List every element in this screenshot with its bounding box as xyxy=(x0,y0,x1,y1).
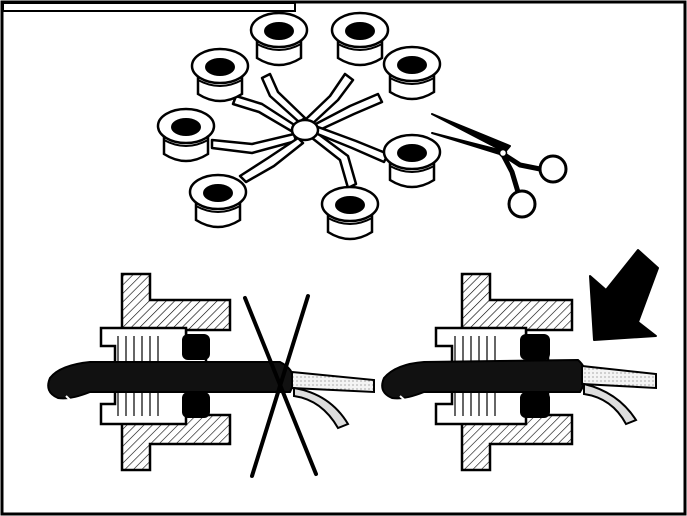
correct-installation-view xyxy=(381,249,659,472)
grommet-insert-bottom xyxy=(520,392,550,418)
exposed-wire-upper xyxy=(291,370,375,394)
x-cross-icon xyxy=(243,294,318,478)
grommet xyxy=(156,107,216,163)
cable-jacket xyxy=(47,361,295,400)
exposed-wire-upper xyxy=(581,364,657,390)
grommet-insert-top xyxy=(520,334,550,360)
grommet xyxy=(382,133,442,189)
sprue-hub xyxy=(290,118,320,142)
grommet xyxy=(190,47,250,103)
grommet-tree-icon xyxy=(156,11,442,241)
grommet xyxy=(249,11,309,67)
grommet-set xyxy=(156,11,442,241)
grommet xyxy=(188,173,248,229)
grommet xyxy=(382,45,442,101)
arrow-icon xyxy=(589,249,659,341)
grommet-insert-bottom xyxy=(182,392,210,418)
incorrect-installation-view xyxy=(47,272,375,478)
cable-jacket xyxy=(381,358,587,400)
grommet xyxy=(320,185,380,241)
grommet xyxy=(330,11,390,67)
grommet-insert-top xyxy=(182,334,210,360)
exposed-wire-lower xyxy=(293,386,350,430)
sprue-runners xyxy=(210,72,390,190)
exposed-wire-lower xyxy=(583,382,638,426)
scissors-icon xyxy=(431,113,568,219)
